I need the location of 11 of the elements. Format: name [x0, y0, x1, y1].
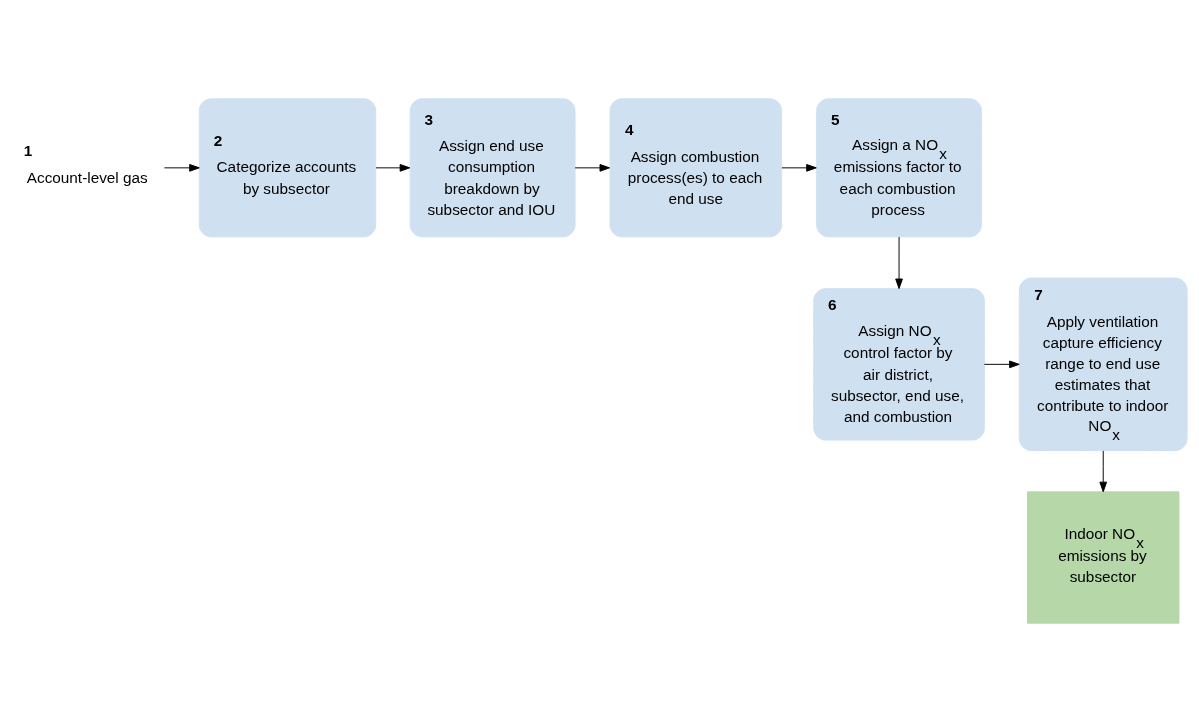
arrow	[1099, 449, 1108, 492]
arrow	[983, 360, 1020, 368]
arrow	[781, 163, 817, 172]
node-box: 4 Assign combustion process(es) to each end use	[609, 97, 783, 237]
arrow	[895, 236, 903, 289]
arrow	[375, 163, 411, 172]
node-box: 2 Categorize accounts by subsector	[198, 97, 377, 237]
node-box: 3 Assign end use consumption breakdown by subsector and IOU	[409, 97, 576, 237]
arrow	[163, 163, 200, 172]
node-text: 1 Account-level gas	[23, 141, 148, 186]
arrow	[574, 163, 611, 172]
